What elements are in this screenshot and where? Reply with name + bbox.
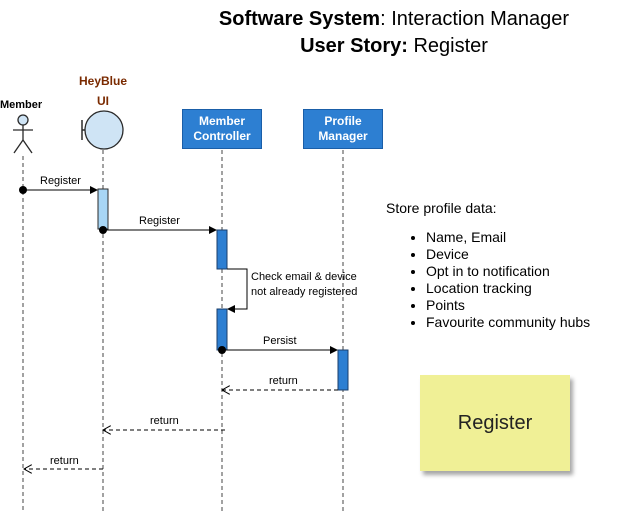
notes-item: Points	[426, 297, 590, 314]
notes-list: Name, Email Device Opt in to notificatio…	[390, 229, 590, 331]
controller-label-line1: Member	[198, 114, 245, 128]
title-story-name: Register	[407, 35, 488, 57]
message-label-register-1: Register	[40, 175, 81, 187]
notes-item: Location tracking	[426, 280, 590, 297]
actor-icon	[13, 114, 33, 154]
boundary-icon	[81, 110, 124, 150]
notes-item: Opt in to notification	[426, 263, 590, 280]
notes-item: Name, Email	[426, 229, 590, 246]
return-label-2: return	[150, 415, 179, 427]
diagram-subtitle: User Story: Register	[140, 34, 635, 58]
title-system-name: : Interaction Manager	[380, 8, 570, 30]
boundary-label-heyblue: HeyBlue	[78, 74, 128, 88]
self-message-label-line1: Check email & device	[251, 271, 357, 283]
manager-label-line2: Manager	[318, 129, 368, 143]
self-message-arrow	[227, 268, 248, 313]
return-label-3: return	[50, 455, 79, 467]
activation-controller-1	[216, 229, 228, 270]
notes-item: Device	[426, 246, 590, 263]
controller-label-line2: Controller	[193, 129, 251, 143]
self-message-label-line2: not already registered	[251, 286, 358, 298]
title-story-label: User Story:	[300, 35, 408, 57]
activation-controller-2	[216, 308, 228, 351]
activation-manager	[337, 349, 349, 391]
notes-item: Favourite community hubs	[426, 314, 590, 331]
sticky-note-label: Register	[457, 411, 533, 434]
message-label-persist: Persist	[263, 335, 297, 347]
actor-label-member: Member	[0, 99, 43, 111]
title-system-label: Software System	[218, 8, 381, 30]
activation-ui	[97, 188, 109, 230]
return-label-1: return	[269, 375, 298, 387]
diagram-title: Software System: Interaction Manager	[140, 7, 635, 31]
message-label-register-2: Register	[139, 215, 180, 227]
sticky-note: Register	[420, 375, 570, 471]
manager-label-line1: Profile	[324, 114, 362, 128]
boundary-label-ui: UI	[97, 94, 109, 108]
notes-heading: Store profile data:	[386, 200, 497, 216]
